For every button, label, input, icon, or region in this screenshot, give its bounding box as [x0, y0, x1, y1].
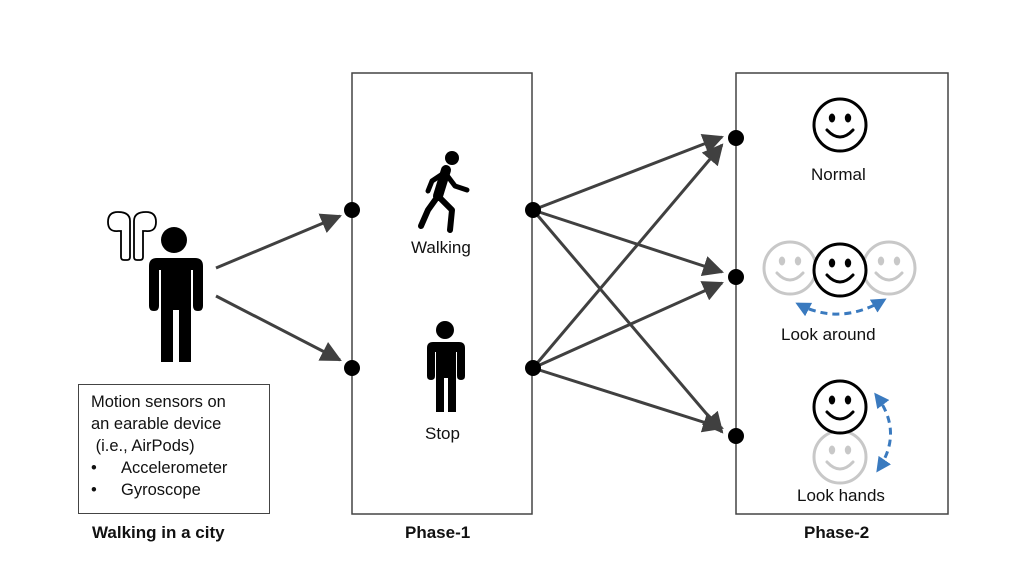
caption-walking-in-city: Walking in a city: [92, 523, 225, 542]
face-look-hands-lower-icon: [812, 429, 868, 485]
label-normal: Normal: [811, 165, 866, 184]
sensor-info-box: Motion sensors on an earable device (i.e…: [78, 384, 270, 514]
look-hands-arrow: [874, 392, 892, 473]
sensor-line-1: Motion sensors on: [91, 393, 226, 411]
person-standing-icon: [149, 227, 203, 362]
face-normal-icon: [812, 97, 868, 153]
person-walking-icon: [418, 151, 470, 233]
airpods-icon: [107, 211, 157, 261]
face-look-around-right-icon: [861, 240, 917, 296]
label-look-around: Look around: [781, 325, 876, 344]
phase2-box: [735, 72, 949, 515]
face-look-around-center-icon: [812, 242, 868, 298]
nodes: [344, 130, 744, 444]
sensor-line-2: an earable device: [91, 415, 222, 433]
caption-phase-1: Phase-1: [405, 523, 471, 542]
label-walking: Walking: [411, 238, 471, 257]
caption-phase-2: Phase-2: [804, 523, 870, 542]
sensor-item-gyroscope: • Gyroscope: [91, 479, 269, 501]
label-look-hands: Look hands: [797, 486, 885, 505]
sensor-line-3: (i.e., AirPods): [91, 437, 195, 455]
face-look-hands-upper-icon: [812, 379, 868, 435]
sensor-item-label: Gyroscope: [121, 481, 201, 499]
face-look-around-left-icon: [762, 240, 818, 296]
arrow-to-stop: [215, 294, 342, 362]
phase1-box: [351, 72, 533, 515]
arrow-to-walking: [215, 213, 342, 270]
sensor-item-label: Accelerometer: [121, 459, 228, 477]
bullet: •: [91, 481, 97, 499]
sensor-item-accelerometer: • Accelerometer: [91, 457, 269, 479]
look-around-arrow: [795, 298, 887, 317]
transition-arrows: [531, 134, 725, 434]
label-stop: Stop: [425, 424, 460, 443]
person-stop-icon: [427, 321, 465, 412]
bullet: •: [91, 459, 97, 477]
